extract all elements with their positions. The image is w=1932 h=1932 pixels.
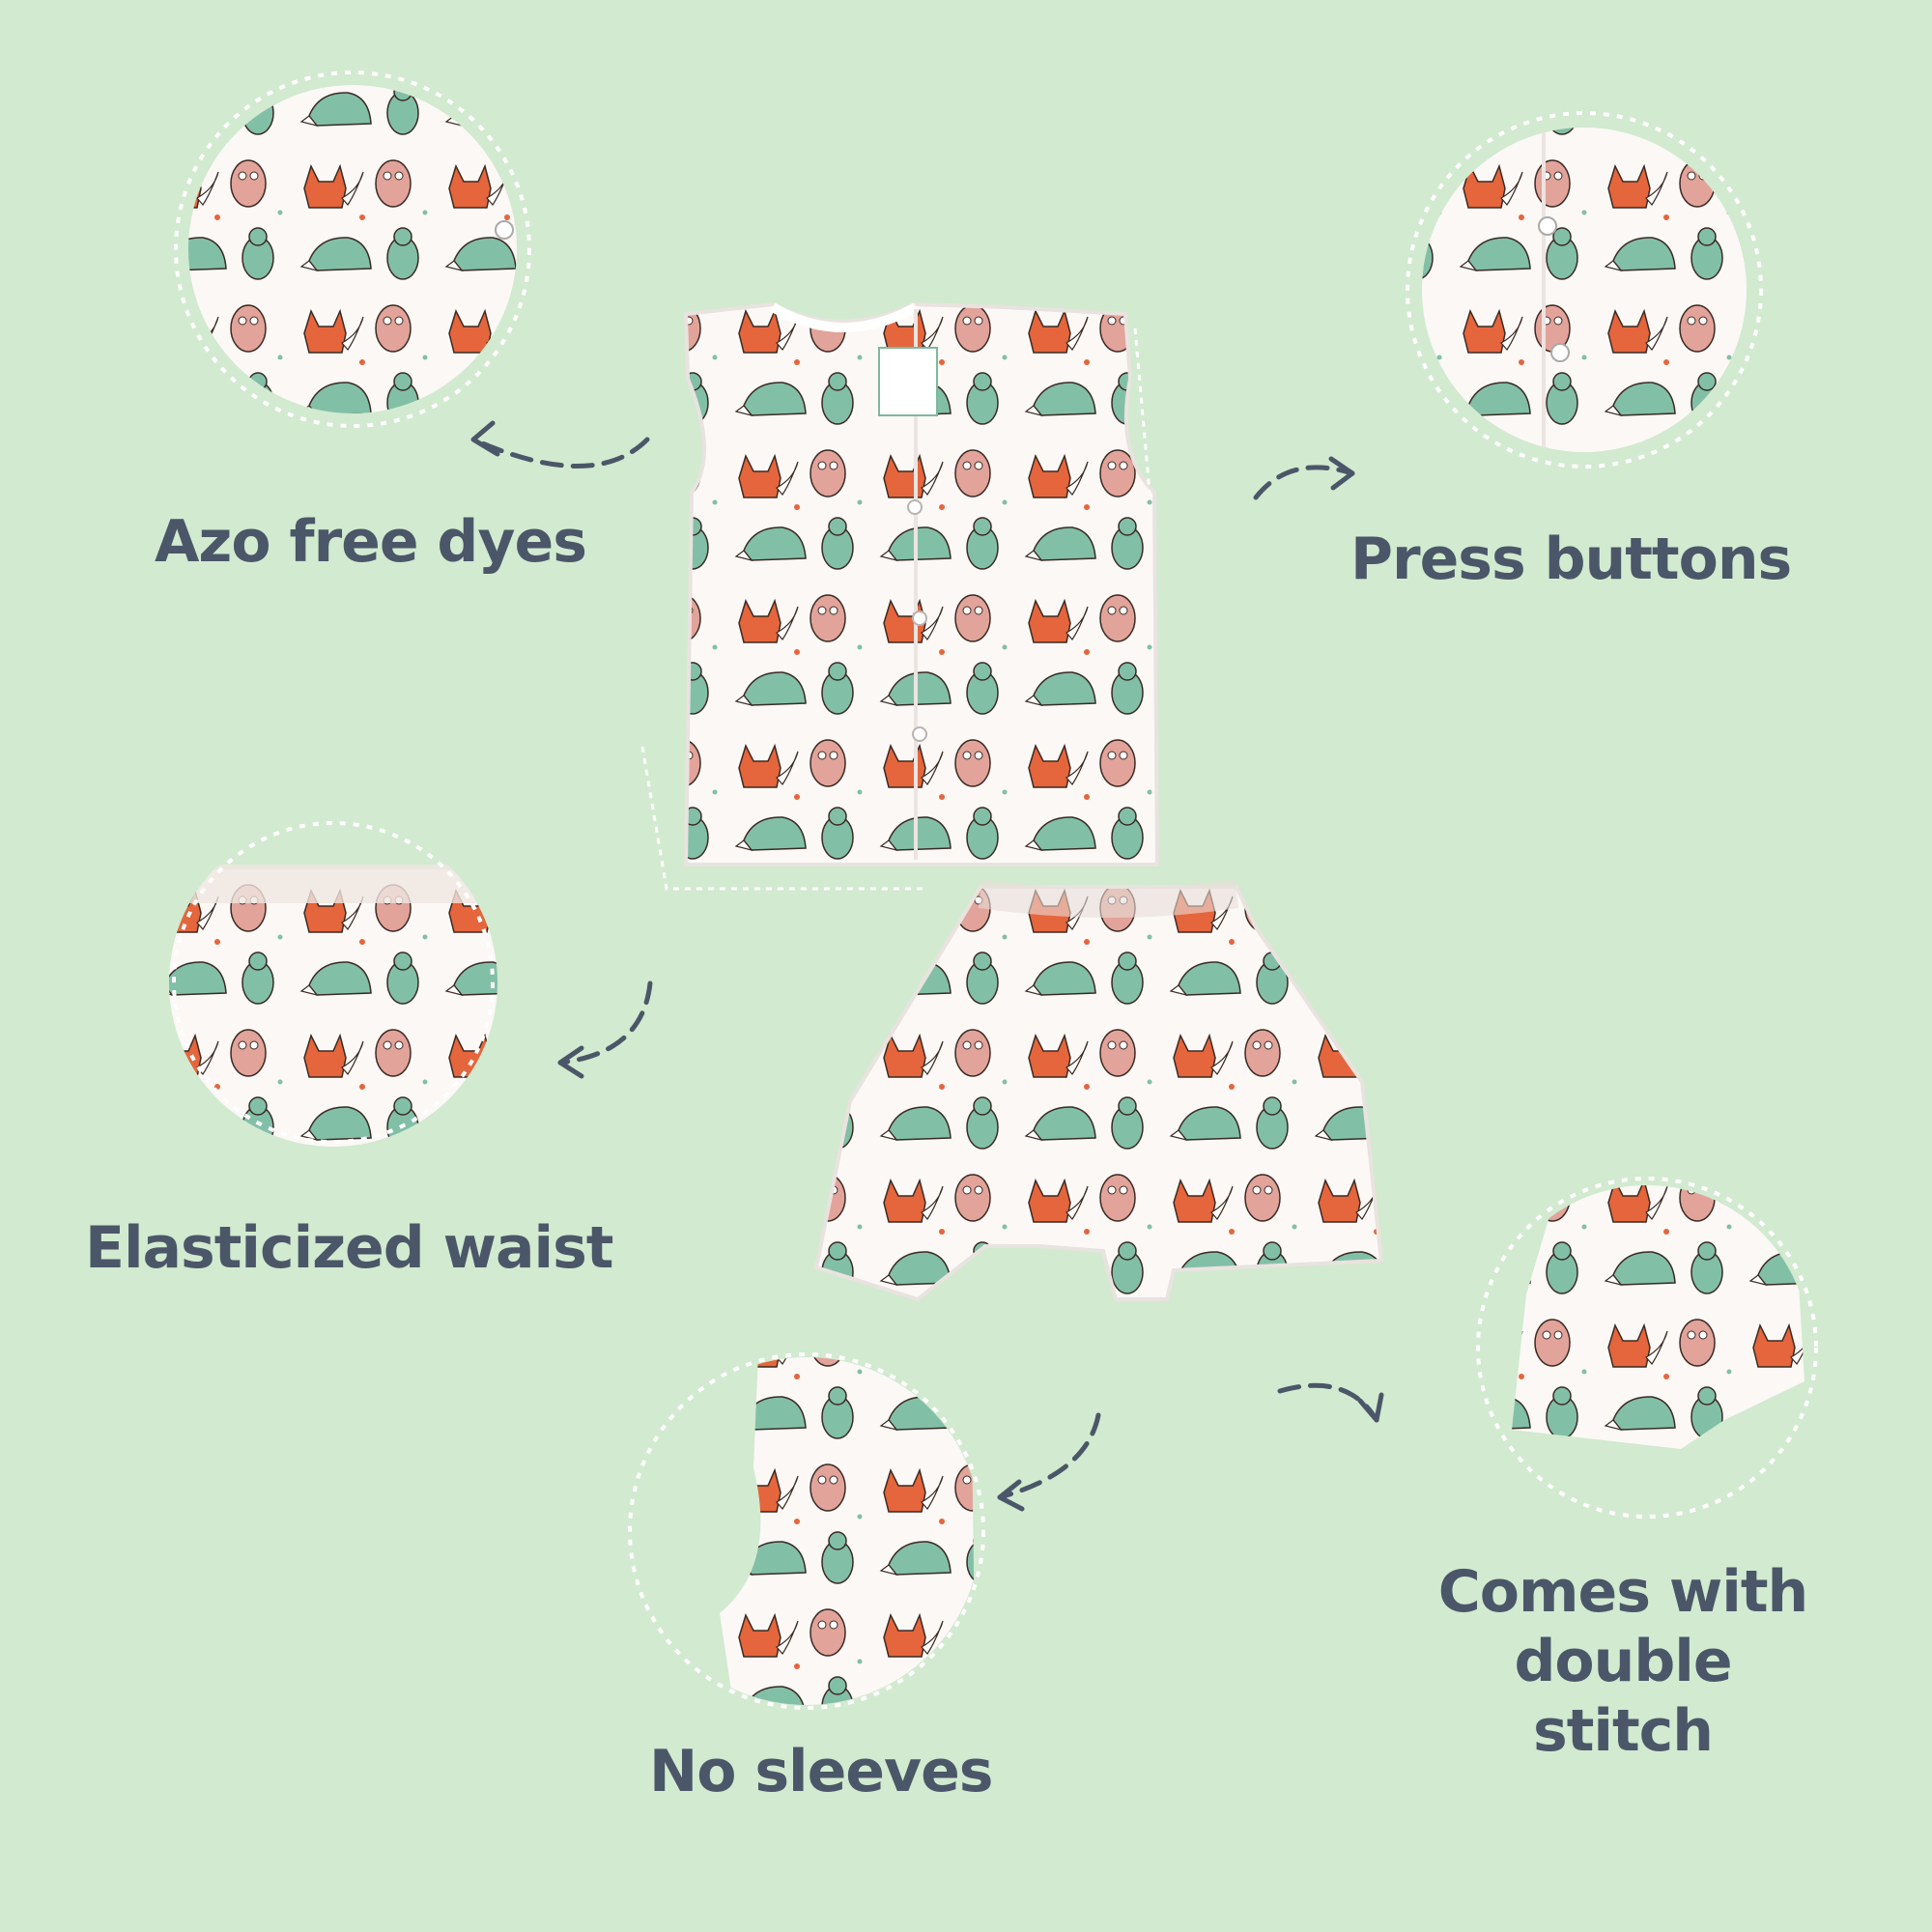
feature-label-double-stitch: Comes with double stitch: [1437, 1558, 1808, 1765]
dotted-guide-vest: [640, 746, 927, 891]
arrow-azo: [470, 420, 650, 469]
zoom-double-stitch: [1476, 1177, 1818, 1519]
arrow-elastic: [557, 980, 653, 1079]
feature-label-no-sleeves: No sleeves: [649, 1738, 994, 1805]
arrow-stitch: [1277, 1382, 1384, 1423]
feature-label-azo: Azo free dyes: [155, 508, 587, 576]
arrow-sleeves: [997, 1412, 1101, 1512]
dotted-guide-vest-right: [1133, 327, 1151, 494]
zoom-no-sleeves: [628, 1352, 985, 1710]
shorts-product: [813, 879, 1384, 1302]
arrow-press: [1253, 456, 1355, 500]
vest-label-tag: [878, 347, 938, 416]
zoom-elastic-waist: [169, 821, 497, 1147]
vest-buttons: [907, 499, 927, 742]
zoom-azo: [174, 71, 531, 428]
feature-label-elastic-waist: Elasticized waist: [85, 1214, 613, 1282]
zoom-press-buttons: [1406, 111, 1763, 469]
vest-product: [683, 301, 1160, 867]
feature-label-press-buttons: Press buttons: [1350, 526, 1792, 593]
